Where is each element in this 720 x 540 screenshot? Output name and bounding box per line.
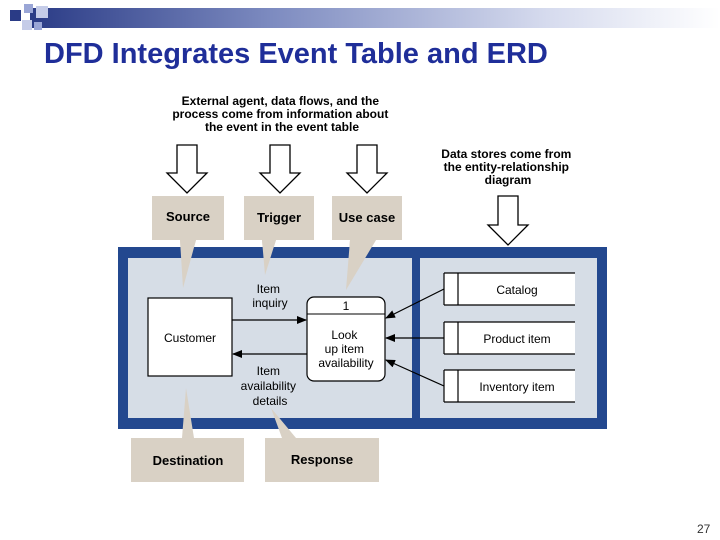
process-name: Look up item availability bbox=[318, 328, 373, 370]
note-erd-line: the entity-relationship bbox=[444, 160, 569, 174]
trigger-callout-shape bbox=[244, 196, 314, 275]
process-name-line: availability bbox=[318, 356, 373, 370]
note-event-table: External agent, data flows, and the proc… bbox=[172, 94, 391, 134]
source-label: Source bbox=[166, 209, 210, 224]
usecase-label: Use case bbox=[339, 210, 395, 225]
slide-header-bar bbox=[0, 0, 720, 36]
data-store-label: Inventory item bbox=[479, 380, 554, 394]
trigger-callout-tip bbox=[262, 240, 276, 275]
header-square bbox=[36, 6, 48, 18]
destination-label: Destination bbox=[153, 453, 224, 468]
note-event-line: the event in the event table bbox=[205, 120, 359, 134]
flow-out-line: details bbox=[253, 394, 288, 408]
note-erd: Data stores come from the entity-relatio… bbox=[441, 147, 574, 187]
trigger-label: Trigger bbox=[257, 210, 301, 225]
flow-item-inquiry-label: Item inquiry bbox=[252, 282, 287, 310]
data-store-label: Catalog bbox=[496, 283, 537, 297]
usecase-callout-tip bbox=[346, 240, 376, 290]
hollow-down-arrow-icon bbox=[345, 144, 389, 194]
header-square bbox=[34, 22, 42, 30]
header-square bbox=[22, 20, 32, 30]
data-store-label: Product item bbox=[483, 332, 550, 346]
process-number: 1 bbox=[343, 299, 350, 313]
source-callout-tip bbox=[180, 240, 196, 288]
flow-in-line: Item bbox=[257, 282, 280, 296]
hollow-down-arrow-icon bbox=[258, 144, 302, 194]
response-label: Response bbox=[291, 452, 353, 467]
hollow-down-arrow-icon bbox=[486, 195, 530, 246]
data-store-product-item: Product item bbox=[443, 321, 575, 355]
store-catalog-flow-arrow bbox=[385, 288, 445, 319]
header-square bbox=[24, 4, 33, 13]
header-gradient bbox=[30, 8, 720, 28]
note-erd-line: diagram bbox=[485, 173, 532, 187]
data-store-body bbox=[444, 322, 575, 354]
data-store-catalog: Catalog bbox=[443, 272, 575, 306]
note-erd-line: Data stores come from bbox=[441, 147, 571, 161]
customer-label: Customer bbox=[164, 331, 216, 345]
note-event-line: External agent, data flows, and the bbox=[182, 94, 380, 108]
store-inventory-flow-arrow bbox=[385, 359, 445, 387]
data-store-body bbox=[444, 370, 575, 402]
page-title: DFD Integrates Event Table and ERD bbox=[44, 38, 548, 70]
flow-item-availability-label: Item availability details bbox=[241, 364, 300, 408]
flow-in-line: inquiry bbox=[252, 296, 287, 310]
flow-out-line: Item bbox=[257, 364, 280, 378]
note-event-line: process come from information about bbox=[172, 107, 388, 121]
header-square bbox=[10, 10, 21, 21]
hollow-down-arrow-icon bbox=[165, 144, 209, 194]
destination-callout-shape bbox=[131, 388, 244, 482]
response-callout-shape bbox=[265, 408, 379, 482]
page-number: 27 bbox=[697, 522, 711, 536]
data-store-inventory-item: Inventory item bbox=[443, 369, 575, 403]
process-name-line: Look bbox=[331, 328, 358, 342]
process-name-line: up item bbox=[325, 342, 364, 356]
customer-entity-box bbox=[147, 297, 233, 377]
data-store-body bbox=[444, 273, 575, 305]
flow-out-line: availability bbox=[241, 379, 296, 393]
